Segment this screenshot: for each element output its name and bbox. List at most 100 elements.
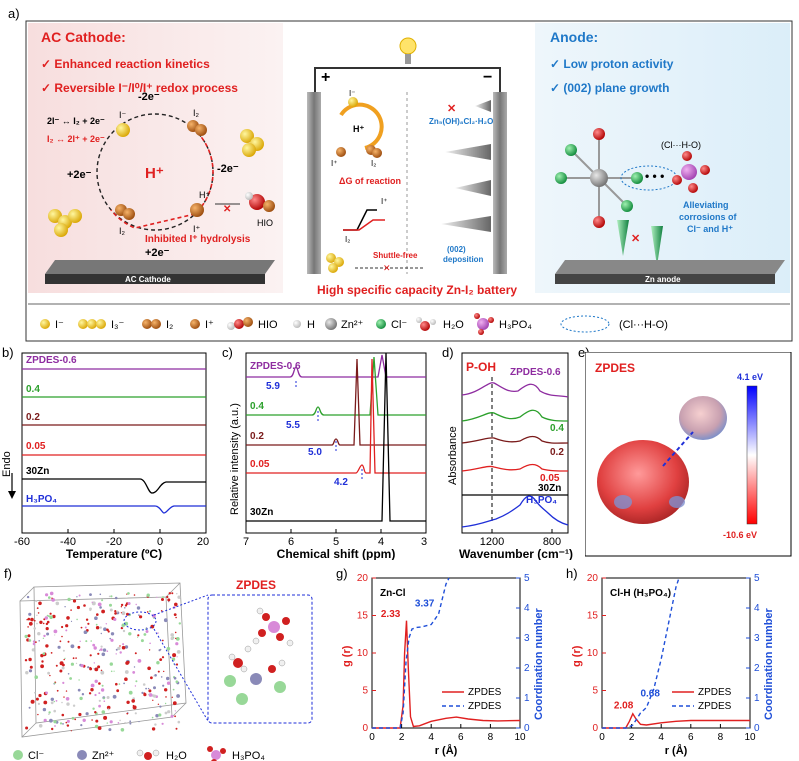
md-particle xyxy=(133,666,136,668)
center-iodine-b xyxy=(372,148,382,158)
md-particle xyxy=(150,676,153,680)
md-particle xyxy=(99,606,102,609)
md-particle xyxy=(42,637,45,639)
dsc-xlabel: Temperature (ºC) xyxy=(66,547,162,560)
md-particle xyxy=(101,609,105,614)
phosphoric-acid-molecule xyxy=(672,151,710,193)
md-particle xyxy=(88,692,92,695)
y-axis-label: g (r) xyxy=(341,645,353,667)
y-tick-label: 20 xyxy=(357,573,369,584)
md-particle xyxy=(24,634,28,638)
nmr-label-04: 0.4 xyxy=(250,401,264,412)
md-particle xyxy=(42,652,46,655)
x-axis-label: r (Å) xyxy=(665,744,688,757)
md-particle xyxy=(114,612,117,615)
md-particle xyxy=(109,637,111,640)
y2-tick-label: 5 xyxy=(524,573,530,584)
md-particle xyxy=(158,713,162,717)
panel-label-h: h) xyxy=(566,566,578,581)
md-particle xyxy=(175,680,179,683)
nmr-xlabel: Chemical shift (ppm) xyxy=(277,547,396,560)
md-particle xyxy=(51,597,53,599)
salt-blocked-icon: ✕ xyxy=(447,103,456,115)
md-particle xyxy=(53,700,55,703)
md-particle xyxy=(109,603,112,607)
md-particle xyxy=(87,622,90,625)
md-particle xyxy=(74,718,77,721)
legend-row: I⁻ I₃⁻ I₂ I⁺ HIO H Zn²⁺ Cl⁻ H₂O H₃PO₄ (C… xyxy=(40,313,668,335)
md-particle xyxy=(175,727,178,730)
md-particle xyxy=(70,609,72,611)
md-particle xyxy=(39,620,43,624)
svg-text:7: 7 xyxy=(243,536,249,548)
esp-min-label: -10.6 eV xyxy=(723,530,757,540)
md-particle xyxy=(163,618,168,623)
dsc-ylabel: Endo xyxy=(1,451,13,477)
panel-label-b: b) xyxy=(2,345,14,360)
md-particle xyxy=(126,700,130,704)
x-tick-label: 6 xyxy=(458,732,464,743)
md-particle xyxy=(103,715,108,720)
md-particle xyxy=(157,703,160,705)
corrosion-blocked-icon: ✕ xyxy=(631,233,640,245)
md-particle xyxy=(134,652,137,655)
dsc-ticks: -60 -40 -20 0 20 xyxy=(14,529,209,548)
y2-tick-label: 3 xyxy=(754,633,760,644)
md-particle xyxy=(122,629,126,633)
equation-1: 2I⁻ ↔ I₂ + 2e⁻ xyxy=(47,116,105,126)
legend-zinc: Zn²⁺ xyxy=(341,319,364,331)
md-particle xyxy=(48,596,51,599)
md-particle xyxy=(79,696,83,701)
ir-label-h3po4: H₃PO₄ xyxy=(526,495,557,506)
md-particle xyxy=(51,727,54,731)
md-legend-zinc: Zn²⁺ xyxy=(92,750,115,761)
md-particle xyxy=(35,697,39,701)
md-particle xyxy=(132,704,135,707)
annotation-label: 0.68 xyxy=(640,689,660,700)
md-particle xyxy=(146,593,150,597)
md-zoom-line-1 xyxy=(153,594,209,616)
md-particle xyxy=(148,693,153,697)
md-particle xyxy=(34,691,36,694)
md-particle xyxy=(49,615,53,619)
nmr-plot: Relative intensity (a.u.) ZPDES-0.6 0.4 … xyxy=(229,352,427,560)
md-particle xyxy=(27,634,31,638)
md-particle xyxy=(94,667,99,672)
md-particle xyxy=(148,689,152,693)
y-tick-label: 15 xyxy=(587,611,599,622)
md-particle xyxy=(84,626,87,629)
md-particle xyxy=(40,664,44,669)
md-particle xyxy=(176,650,181,654)
redox-cycle-red xyxy=(110,131,214,229)
chloride-cone-2 xyxy=(651,226,663,266)
md-particle xyxy=(170,714,174,718)
md-particle xyxy=(32,640,35,643)
panel-label-c: c) xyxy=(222,345,233,360)
triiodide-left xyxy=(48,209,82,237)
md-particle xyxy=(172,701,177,706)
md-particle xyxy=(127,602,131,605)
md-particle xyxy=(151,727,156,731)
md-particle xyxy=(152,699,154,701)
nmr-label-30zn: 30Zn xyxy=(250,507,273,518)
cycle-label-I2-top: I₂ xyxy=(193,108,200,118)
md-particle xyxy=(98,704,101,708)
md-particle xyxy=(166,681,171,685)
center-iodide xyxy=(348,97,358,107)
md-particle xyxy=(101,652,106,657)
md-particle xyxy=(124,677,128,681)
md-particle xyxy=(72,657,75,660)
negative-sign: − xyxy=(483,69,492,86)
label-minus-2e-top: -2e⁻ xyxy=(138,91,160,103)
ir-plot: Absorbance P-OH ZPDES-0.6 0.4 0.2 0.05 3… xyxy=(447,352,573,560)
md-particle xyxy=(145,687,148,690)
md-particle xyxy=(55,664,58,667)
md-particle xyxy=(62,723,64,725)
esp-phosphoric-acid-surface xyxy=(597,440,689,524)
md-particle xyxy=(161,722,164,725)
md-particle xyxy=(54,634,56,636)
md-particle xyxy=(106,722,109,724)
ir-label-04: 0.4 xyxy=(550,423,564,434)
md-particle xyxy=(89,654,92,657)
md-particle xyxy=(59,661,64,666)
